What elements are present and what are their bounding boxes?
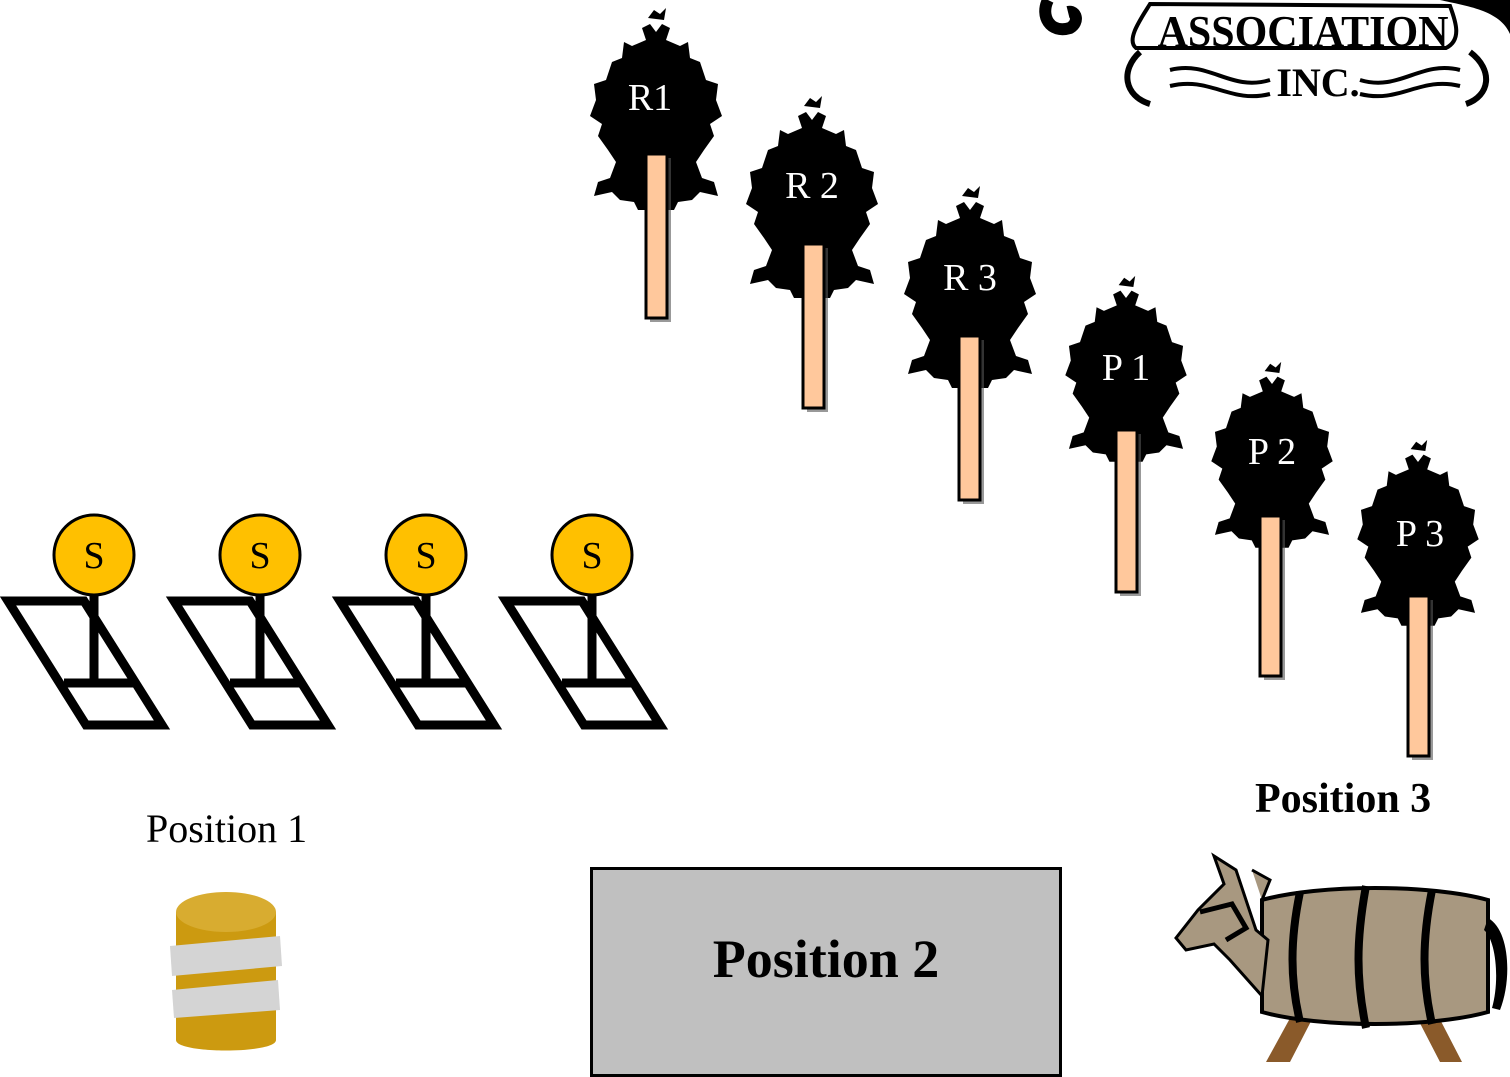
target-post xyxy=(1258,514,1283,678)
shooter-head xyxy=(218,513,302,597)
shooter-1: S xyxy=(8,513,162,725)
shooter-head xyxy=(384,513,468,597)
association-logo xyxy=(1039,0,1510,107)
target-p3: P 3 xyxy=(1357,439,1479,760)
target-post xyxy=(957,334,982,502)
target-label: P 3 xyxy=(1396,513,1444,555)
target-label: P 1 xyxy=(1102,347,1150,389)
shooter-label: S xyxy=(415,535,436,577)
logo-text-association: ASSOCIATION xyxy=(1158,8,1449,56)
target-label: P 2 xyxy=(1248,431,1296,473)
position-1-label: Position 1 xyxy=(146,806,307,851)
shooter-2: S xyxy=(174,513,328,725)
shooter-label: S xyxy=(83,535,104,577)
shooter-head xyxy=(52,513,136,597)
shooter-label: S xyxy=(581,535,602,577)
target-p2: P 2 xyxy=(1211,361,1333,680)
target-post xyxy=(1114,428,1139,594)
position-3-label: Position 3 xyxy=(1255,776,1431,822)
target-post xyxy=(801,242,826,410)
barrel-icon xyxy=(170,892,282,1051)
target-p1: P 1 xyxy=(1065,275,1187,596)
target-r3: R 3 xyxy=(904,186,1036,504)
target-r2: R 2 xyxy=(746,96,878,412)
target-label: R 2 xyxy=(785,165,839,207)
shooter-3: S xyxy=(340,513,494,725)
target-r1: R1 xyxy=(590,8,722,322)
shooter-label: S xyxy=(249,535,270,577)
shooter-head xyxy=(550,513,634,597)
position-2-box: Position 2 xyxy=(590,867,1062,1077)
position-2-label: Position 2 xyxy=(712,929,940,989)
target-post xyxy=(644,152,669,320)
target-label: R 3 xyxy=(943,257,997,299)
barrel-horse-icon xyxy=(1174,852,1508,1062)
logo-text-inc: INC. xyxy=(1276,60,1359,105)
target-label: R1 xyxy=(628,77,672,119)
target-post xyxy=(1406,594,1431,758)
shooter-4: S xyxy=(506,513,660,725)
